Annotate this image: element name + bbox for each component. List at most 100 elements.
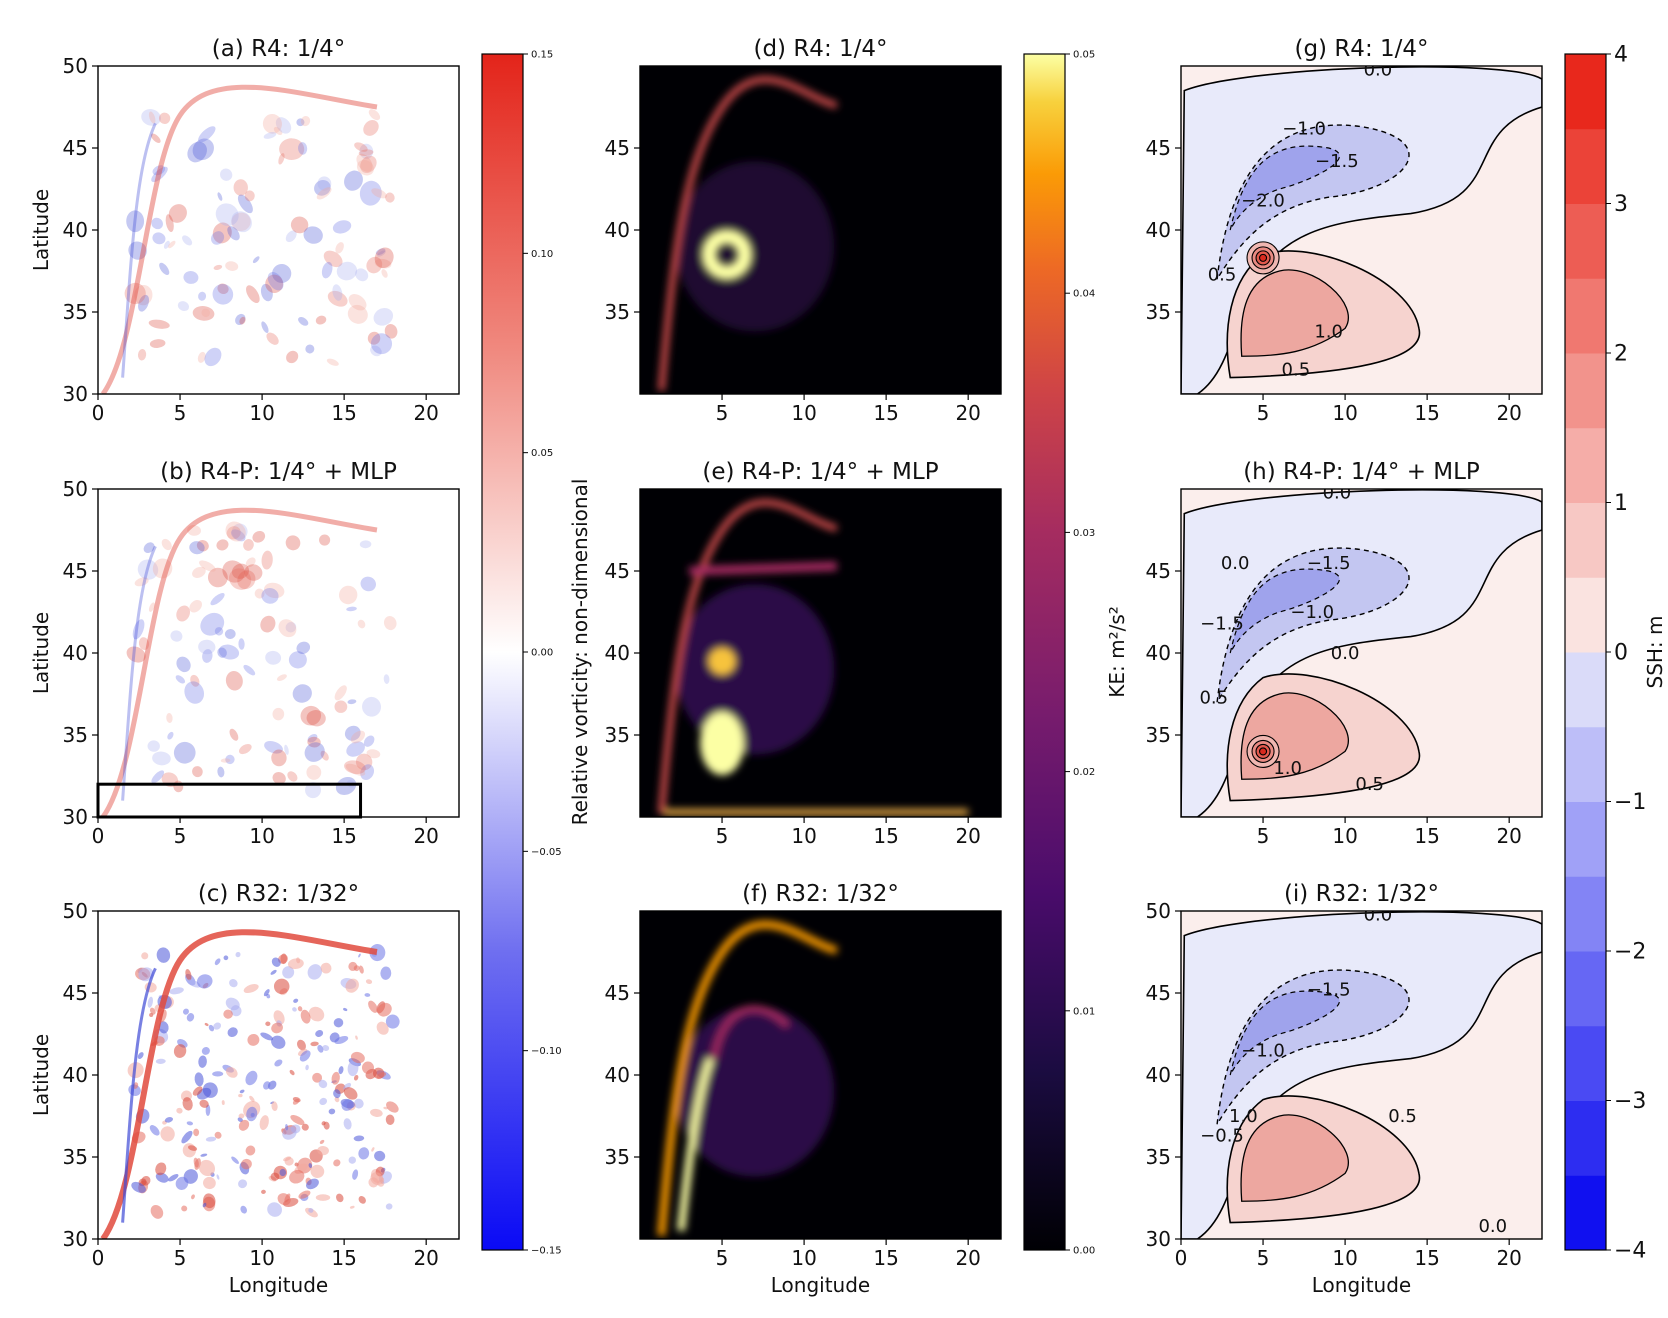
vorticity-eddy — [182, 1008, 189, 1015]
contour-label: 0.0 — [1221, 553, 1250, 574]
vorticity-eddy — [354, 142, 368, 152]
western-boundary-current — [100, 929, 378, 1239]
vorticity-eddy — [138, 967, 154, 982]
x-tick-label: 5 — [716, 401, 729, 425]
vorticity-eddy — [134, 577, 149, 587]
ssh-contour-negative — [1229, 990, 1341, 1076]
vorticity-eddy — [237, 194, 253, 214]
vorticity-eddy — [359, 180, 382, 206]
colorbar-tick-label: 2 — [1614, 342, 1628, 367]
vorticity-eddy — [152, 751, 171, 766]
vorticity-eddy — [159, 262, 170, 276]
y-tick-label: 45 — [1146, 559, 1171, 583]
vorticity-eddy — [347, 1060, 359, 1077]
vorticity-eddy — [360, 764, 375, 781]
ke-jet — [657, 76, 838, 392]
vorticity-eddy — [366, 749, 381, 759]
colorbar-tick-label: −0.05 — [531, 847, 562, 858]
vorticity-eddy — [334, 685, 347, 701]
vorticity-eddy — [320, 750, 329, 761]
colorbar-label: Relative vorticity: non-dimensional — [568, 479, 592, 826]
y-tick-label: 30 — [63, 1227, 88, 1251]
y-axis-label: Latitude — [29, 612, 53, 694]
vorticity-eddy — [278, 619, 297, 638]
y-tick-label: 45 — [605, 559, 630, 583]
y-tick-label: 45 — [63, 559, 88, 583]
panel-title: (g) R4: 1/4° — [1294, 36, 1428, 62]
vorticity-eddy — [307, 736, 321, 748]
panel-title: (b) R4-P: 1/4° + MLP — [160, 459, 397, 485]
vorticity-eddy — [151, 217, 163, 230]
vorticity-eddy — [317, 176, 332, 191]
vorticity-eddy — [235, 951, 241, 958]
vorticity-eddy — [308, 1208, 314, 1213]
colorbar-tick-label: −2 — [1614, 940, 1646, 965]
colorbar-tick-label: 4 — [1614, 43, 1628, 68]
vorticity-eddy — [359, 143, 374, 159]
vorticity-eddy — [238, 1119, 250, 1131]
vorticity-eddy — [345, 978, 359, 993]
vorticity-eddy — [213, 264, 223, 270]
y-tick-label: 40 — [605, 218, 630, 242]
panel-c-image — [98, 911, 459, 1239]
vorticity-eddy — [243, 664, 256, 676]
vorticity-eddy — [229, 568, 252, 590]
ke-field — [657, 920, 838, 1237]
vorticity-eddy — [217, 647, 227, 658]
colorbar-tick-label: 0.04 — [1073, 289, 1095, 300]
vorticity-eddy — [230, 529, 246, 542]
vorticity-eddy — [202, 1082, 218, 1098]
vorticity-eddy — [176, 1107, 183, 1114]
vorticity-eddy — [348, 1156, 356, 1164]
vorticity-eddy — [346, 606, 357, 612]
vorticity-eddy — [198, 1055, 207, 1068]
vorticity-eddy — [239, 316, 246, 325]
vorticity-eddy — [192, 138, 214, 161]
panel-title: (i) R32: 1/32° — [1284, 881, 1439, 907]
vorticity-eddy — [338, 1066, 344, 1075]
vorticity-eddy — [177, 301, 190, 312]
vorticity-eddy — [343, 1118, 352, 1130]
vorticity-eddy — [147, 996, 153, 1008]
vorticity-eddy — [335, 242, 344, 254]
vorticity-eddy — [252, 256, 260, 264]
vorticity-eddy — [334, 700, 348, 713]
colorbar-tick-label: 0.10 — [531, 249, 553, 260]
colorbar-gradient — [482, 54, 523, 1250]
y-tick-label: 35 — [63, 300, 88, 324]
x-tick-label: 20 — [1496, 401, 1521, 425]
vorticity-eddy — [238, 638, 245, 650]
vorticity-eddy — [225, 521, 246, 542]
vorticity-eddy — [207, 567, 228, 588]
vorticity-eddy — [224, 629, 236, 639]
vorticity-eddy — [134, 284, 153, 306]
vorticity-eddy — [300, 705, 322, 726]
vorticity-eddy — [336, 261, 358, 281]
vorticity-eddy — [326, 358, 339, 366]
colorbar-level — [1565, 353, 1606, 429]
vorticity-eddy — [334, 1096, 340, 1103]
vorticity-eddy — [335, 777, 357, 795]
vorticity-eddy — [147, 740, 160, 752]
vorticity-eddy — [360, 155, 377, 174]
y-tick-label: 45 — [605, 136, 630, 160]
vorticity-eddy — [225, 671, 243, 691]
vorticity-eddy — [185, 969, 192, 981]
vorticity-eddy — [310, 1164, 325, 1179]
y-tick-label: 40 — [605, 1063, 630, 1087]
vorticity-eddy — [274, 1059, 283, 1067]
ke-eastward-jet — [689, 561, 838, 576]
vorticity-eddy — [370, 1172, 384, 1185]
vorticity-eddy — [297, 1006, 303, 1012]
vorticity-eddy — [306, 765, 322, 780]
vorticity-eddy — [137, 349, 147, 361]
vorticity-eddy — [182, 235, 193, 246]
vorticity-eddy — [306, 1178, 319, 1190]
vorticity-eddy — [315, 315, 327, 325]
x-axis-label: Longitude — [229, 1273, 328, 1297]
vorticity-eddy — [261, 588, 279, 604]
x-tick-label: 0 — [1175, 1246, 1188, 1270]
vorticity-eddy — [267, 1202, 282, 1217]
vorticity-eddy — [276, 674, 287, 681]
